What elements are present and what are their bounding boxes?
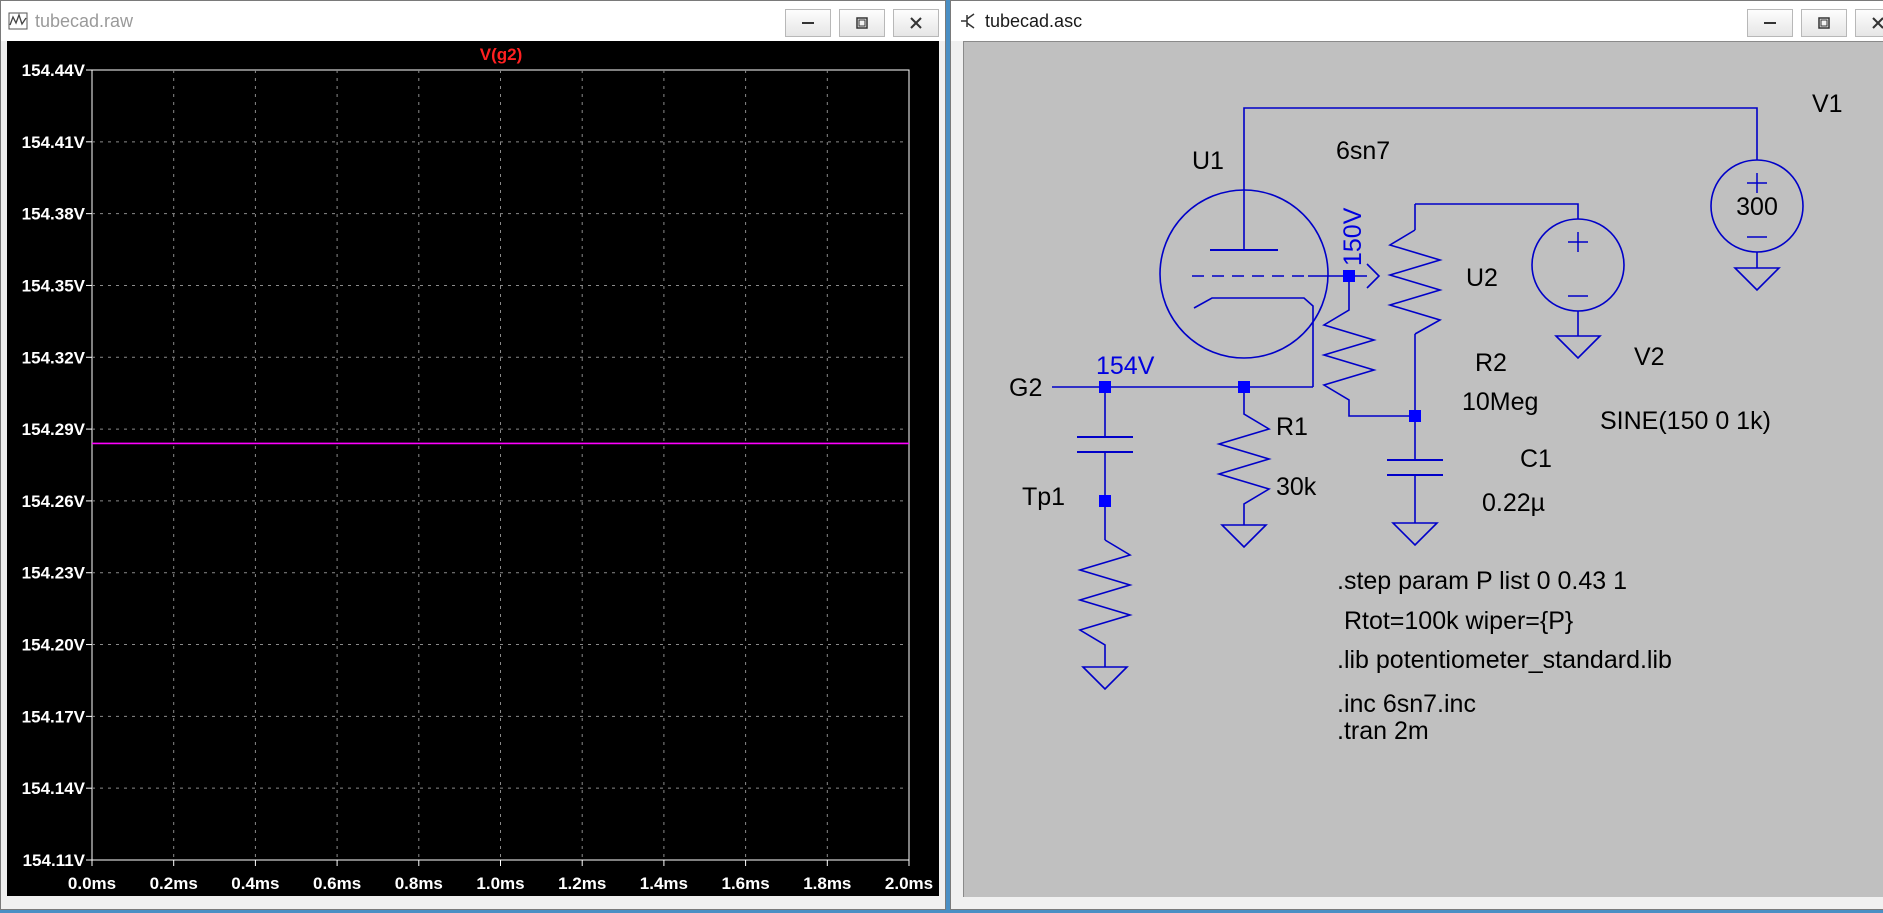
x-tick-label[interactable]: 1.2ms (558, 874, 606, 893)
plot-area[interactable]: 154.44V 154.41V 154.38V 154.35V 154.32V 154.2… (7, 41, 939, 896)
maximize-button[interactable] (839, 9, 885, 37)
label-r1[interactable]: R1 (1276, 413, 1308, 441)
label-r1-value[interactable]: 30k (1276, 473, 1317, 501)
trace-label[interactable]: V(g2) (480, 45, 523, 64)
schematic-drawing[interactable]: U1 6sn7 U2 V1 300 V2 SINE(150 0 1k) R1 3… (964, 42, 1883, 897)
spice-directives[interactable]: .step param P list 0 0.43 1 Rtot=100k wi… (1337, 567, 1672, 745)
x-tick-label[interactable]: 0.6ms (313, 874, 361, 893)
minimize-icon (802, 22, 814, 24)
waveform-window[interactable]: tubecad.raw 154.44V 154.41V 154.38V 154.35V… (0, 0, 946, 910)
x-tick-label[interactable]: 0.2ms (150, 874, 198, 893)
y-tick-label[interactable]: 154.23V (22, 564, 86, 583)
resistor-tp1[interactable] (1077, 539, 1133, 667)
waveform-plot[interactable]: 154.44V 154.41V 154.38V 154.35V 154.32V 154.2… (7, 41, 939, 896)
label-r2-value[interactable]: 10Meg (1462, 388, 1538, 416)
junction-cathode[interactable] (1238, 381, 1250, 393)
close-icon (1872, 17, 1883, 29)
x-tick-label[interactable]: 0.8ms (395, 874, 443, 893)
triode-cathode (1193, 297, 1314, 387)
label-g2[interactable]: G2 (1009, 374, 1042, 402)
close-button[interactable] (1855, 9, 1883, 37)
label-u1[interactable]: U1 (1192, 147, 1224, 175)
wire-v1-plate[interactable] (1243, 107, 1758, 189)
y-tick-label[interactable]: 154.32V (22, 348, 86, 367)
y-tick-label[interactable]: 154.26V (22, 492, 86, 511)
directive-params[interactable]: Rtot=100k wiper={P} (1337, 607, 1573, 635)
y-tick-label[interactable]: 154.29V (22, 420, 86, 439)
directive-step[interactable]: .step param P list 0 0.43 1 (1337, 567, 1627, 595)
minimize-icon (1764, 22, 1776, 24)
y-tick-label[interactable]: 154.35V (22, 276, 86, 295)
ground-v1 (1733, 267, 1781, 292)
x-tick-label[interactable]: 1.0ms (476, 874, 524, 893)
label-v2-value[interactable]: SINE(150 0 1k) (1600, 407, 1771, 435)
node-voltage-150[interactable]: 150V (1339, 207, 1367, 266)
label-v2[interactable]: V2 (1634, 343, 1665, 371)
schematic-canvas[interactable]: U1 6sn7 U2 V1 300 V2 SINE(150 0 1k) R1 3… (963, 41, 1883, 897)
y-tick-label[interactable]: 154.14V (22, 779, 86, 798)
ground-r1 (1220, 524, 1268, 549)
y-tick-label[interactable]: 154.38V (22, 205, 86, 224)
y-tick-label[interactable]: 154.20V (22, 636, 86, 655)
resistor-r1[interactable] (1216, 387, 1272, 525)
schematic-title: tubecad.asc (985, 10, 1083, 31)
junction-r2[interactable] (1409, 410, 1421, 422)
waveform-icon (7, 10, 29, 32)
y-tick-label[interactable]: 154.41V (22, 133, 86, 152)
maximize-icon (856, 17, 868, 29)
minimize-button[interactable] (1747, 9, 1793, 37)
junction-grid[interactable] (1343, 270, 1355, 282)
close-button[interactable] (893, 9, 939, 37)
label-u2[interactable]: U2 (1466, 264, 1498, 292)
maximize-icon (1818, 17, 1830, 29)
schematic-icon (957, 10, 979, 32)
waveform-titlebar[interactable]: tubecad.raw (1, 1, 945, 41)
directive-inc[interactable]: .inc 6sn7.inc (1337, 690, 1476, 718)
schematic-titlebar[interactable]: tubecad.asc (951, 1, 1883, 41)
y-tick-label[interactable]: 154.44V (22, 61, 86, 80)
x-tick-label[interactable]: 1.8ms (803, 874, 851, 893)
label-c1[interactable]: C1 (1520, 445, 1552, 473)
minimize-button[interactable] (785, 9, 831, 37)
label-c1-value[interactable]: 0.22µ (1482, 489, 1545, 517)
potentiometer-u2[interactable] (1387, 229, 1443, 335)
ground-c1 (1391, 522, 1439, 547)
label-u1-model[interactable]: 6sn7 (1336, 137, 1390, 165)
close-icon (910, 17, 922, 29)
junction-tp1[interactable] (1099, 495, 1111, 507)
ground-tp1 (1081, 666, 1129, 691)
x-tick-label[interactable]: 0.4ms (231, 874, 279, 893)
ground-v2 (1554, 335, 1602, 360)
junction-g2[interactable] (1099, 381, 1111, 393)
label-tp1[interactable]: Tp1 (1022, 483, 1065, 511)
waveform-title: tubecad.raw (35, 10, 134, 31)
x-tick-label[interactable]: 0.0ms (68, 874, 116, 893)
node-voltage-154[interactable]: 154V (1096, 352, 1155, 380)
y-tick-label[interactable]: 154.11V (23, 851, 86, 870)
label-r2[interactable]: R2 (1475, 349, 1507, 377)
y-tick-label[interactable]: 154.17V (22, 707, 86, 726)
directive-lib[interactable]: .lib potentiometer_standard.lib (1337, 646, 1672, 674)
directive-tran[interactable]: .tran 2m (1337, 717, 1429, 745)
maximize-button[interactable] (1801, 9, 1847, 37)
x-tick-label[interactable]: 2.0ms (885, 874, 933, 893)
schematic-window[interactable]: tubecad.asc (950, 0, 1883, 910)
label-v1-value[interactable]: 300 (1736, 193, 1778, 221)
label-v1[interactable]: V1 (1812, 90, 1843, 118)
x-tick-label[interactable]: 1.6ms (721, 874, 769, 893)
x-tick-label[interactable]: 1.4ms (640, 874, 688, 893)
